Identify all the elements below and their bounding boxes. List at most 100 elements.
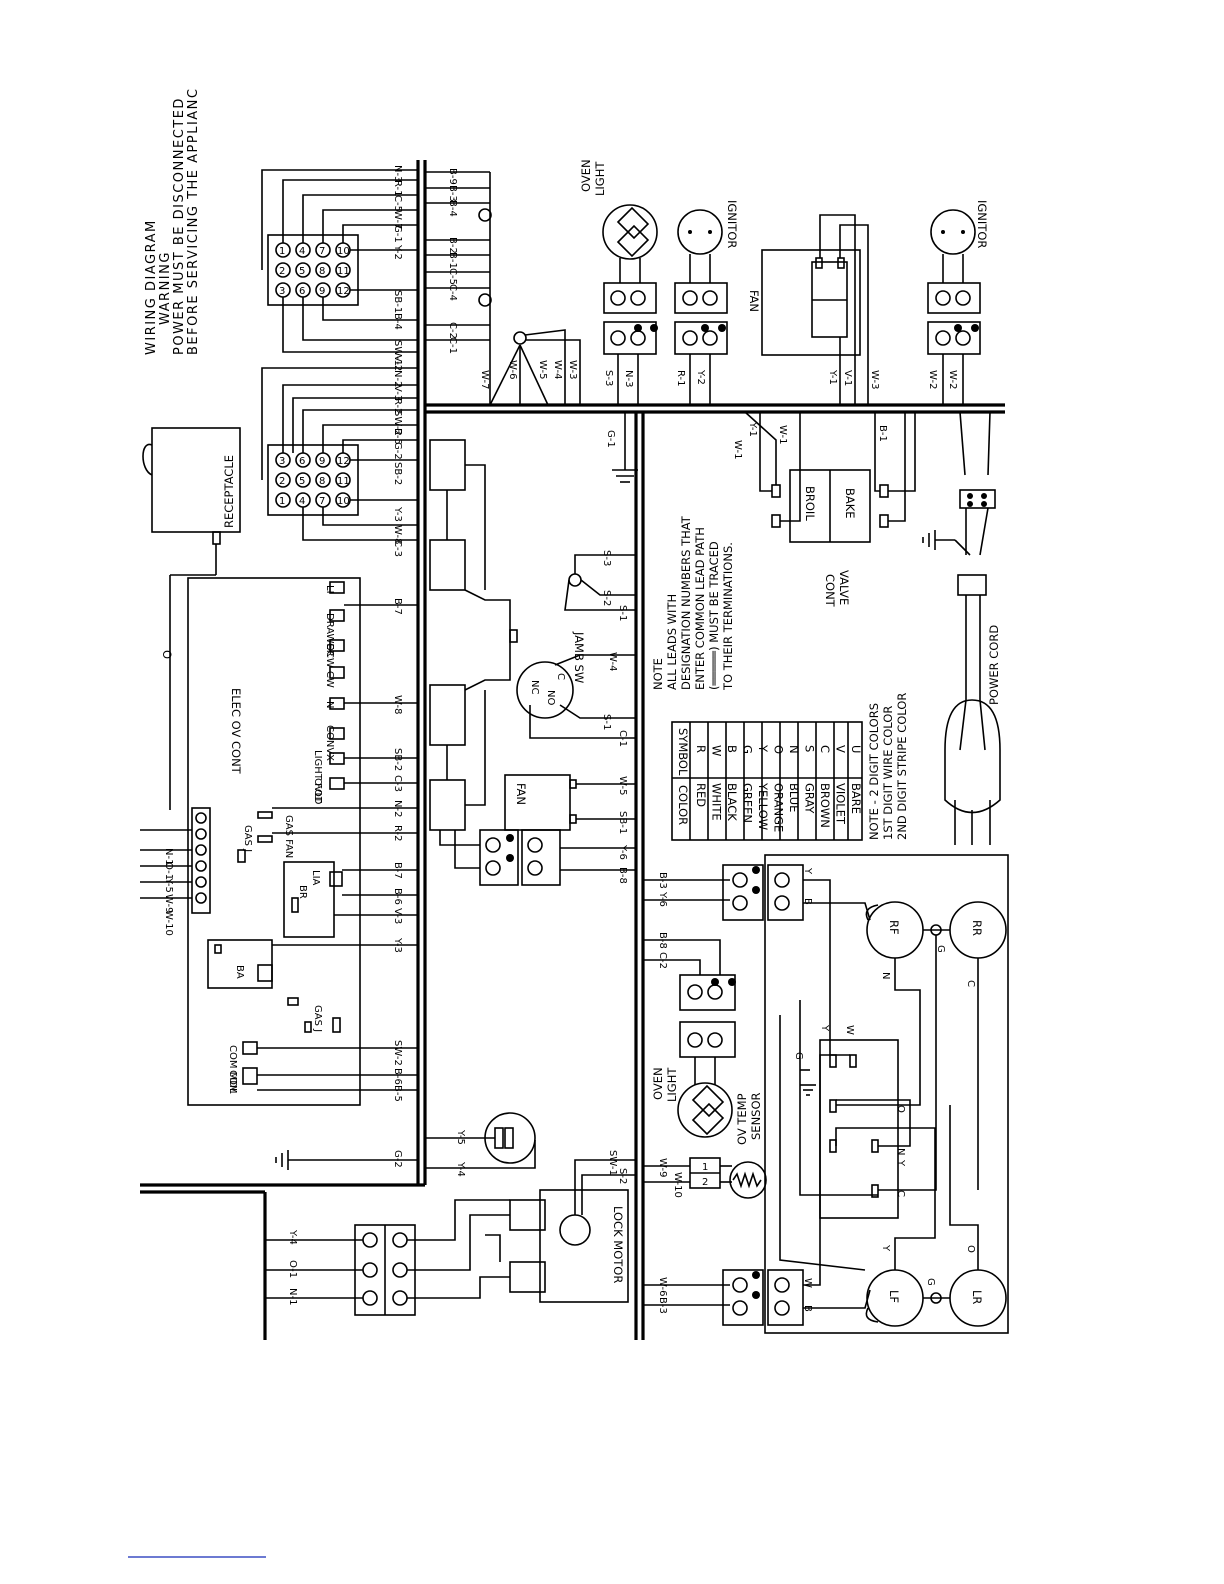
color-symbol-cell: U [849,745,863,753]
wire-n3-fan: V-1 [842,370,853,386]
note-common-4: (═════) MUST BE TRACED [707,541,721,690]
note-common-3: ENTER COMMON LEAD PATH [693,527,707,690]
pin-a8: 8 [319,266,325,277]
wire-w9-sensor: W-9 [657,1158,668,1177]
fan-small-label: FAN [514,783,528,805]
lead-b-rf: B [802,898,813,905]
wire-r2-b: R-2 [392,398,403,415]
lead-o-lr: O [965,1245,976,1253]
wire-sw2-b: SW-2 [392,410,403,436]
jamb-switch: NC NO C JAMB SW S-3 S-2 S-1 W-4 S-1 C-1 [516,550,636,747]
pin-b12: 12 [337,456,350,467]
lead-w-lf: W [802,1278,813,1288]
oven-light-bottom-label1: OVEN [651,1067,665,1100]
wire-w5-top: W-5 [537,360,548,379]
color-symbol-cell: Y [756,744,770,753]
color-name-cell: YELLOW [756,782,770,830]
pin-b1: 1 [279,496,285,507]
input-n1: N-1 [163,848,174,865]
term-ovlt: OVLT [312,778,323,804]
wire-w10-sensor: W-10 [672,1172,683,1198]
wire-b2-low: C-2 [657,952,668,969]
color-name-cell: ORANGE [772,783,786,832]
wire-n3: N-3 [392,165,403,182]
oven-light-top: OVEN LIGHT S-3 N-3 [579,159,658,405]
term-br: BR [297,885,308,899]
wire-sw1-lock: SW-1 [607,1150,618,1176]
wire-w6-top: W-6 [507,360,518,379]
elec-ov-control: ELEC OV CONT O LI DRAWER OCW CW N CONVX … [140,577,418,1170]
wire-c4-top: C-4 [447,284,458,301]
pin-a4: 4 [299,246,305,257]
wire-y2: Y-2 [392,244,403,260]
color-name-cell: BARE [849,783,863,814]
term-lia: LIA [310,870,321,886]
term-ba: BA [234,965,245,979]
pin-a1: 1 [279,246,285,257]
jamb-sw-label: JAMB SW [572,631,586,683]
wire-s1-jamb: S-1 [617,605,628,621]
ignitor-1: IGNITOR R-1 Y-2 [674,200,739,405]
wire-w2b-valve: B-1 [877,425,888,442]
color-name-cell: BROWN [818,783,832,828]
pin-a6: 6 [299,286,305,297]
wire-w8-b: W-8 [392,525,403,544]
burner-rf: RF [887,920,901,935]
ground-g1: G-1 [605,412,638,483]
fan-small: FAN W-5 SB-1 [504,774,636,834]
wire-g1-ground: G-1 [605,430,616,448]
pin-b9: 9 [319,456,325,467]
wire-y1-ign: W-2 [947,370,958,389]
input-y5: Y-5 [163,877,174,893]
pin-a9: 9 [319,286,325,297]
lead-y-lf: Y [880,1244,891,1252]
lead-g-ground: G [793,1052,804,1060]
wire-c2-low: B-8 [657,932,668,949]
wire-w7: W-7 [392,210,403,229]
wire-b9-light: S-3 [603,370,614,386]
pin-a3: 3 [279,286,285,297]
wire-r1: R-1 [392,180,403,197]
broil-label: BROIL [803,486,817,521]
term-gas-j-1: GAS J [242,825,253,852]
color-symbol-cell: R [694,745,708,753]
term-com: COM [227,1070,238,1093]
wire-b5-b: B-5 [392,428,403,445]
header-line1: POWER MUST BE DISCONNECTED [172,97,187,355]
wire-c3: C-3 [392,775,403,792]
wire-r1-fan: W-3 [869,370,880,389]
pin-a5: 5 [299,266,305,277]
color-name-cell: RED [694,783,708,807]
wire-w8: W-8 [392,695,403,714]
wire-s2-lock: S-2 [617,1168,628,1184]
power-cord-label: POWER CORD [987,625,1001,705]
color-name-cell: WHITE [710,783,724,821]
mid-connectors: Y-6 B-8 [439,829,636,886]
term-drawer: DRAWER [324,613,335,657]
ignitor-2: IGNITOR W-2 W-2 [927,200,989,405]
wire-w3-valve: Y-1 [747,421,758,437]
burner-module: RF RR LF LR Y B Y [764,854,1009,1334]
wire-sb1-fan: SB-1 [617,811,628,834]
bottom-connector: W-6 B-3 [643,1269,804,1326]
term-gas-fan: GAS FAN [283,815,294,858]
wire-v3: V-3 [392,908,403,924]
ov-temp-sensor-label2: SENSOR [749,1092,763,1140]
pin-b3: 3 [279,456,285,467]
wire-c1-jamb: C-1 [617,730,628,747]
lead-y-mod2: Y [895,1159,906,1167]
lead-n-rf: N [880,972,891,979]
wire-y6-mid: Y-6 [617,844,628,860]
wire-b6: B-6 [392,888,403,905]
diagram-header: WIRING DIAGRAM WARNING POWER MUST BE DIS… [144,88,201,355]
color-symbol-cell: W [710,745,724,756]
pin-a2: 2 [279,266,285,277]
term-ocw: OCW CW [324,643,335,688]
lead-o-mod: O [895,1105,906,1113]
wire-sw2: SW-2 [392,1040,403,1066]
burner-rr: RR [970,920,984,936]
lock-motor: LOCK MOTOR SW-1 S-2 Y-4 O-1 N-1 [265,1150,636,1316]
oven-light-top-label2: LIGHT [593,161,607,196]
pin-b6: 6 [299,456,305,467]
